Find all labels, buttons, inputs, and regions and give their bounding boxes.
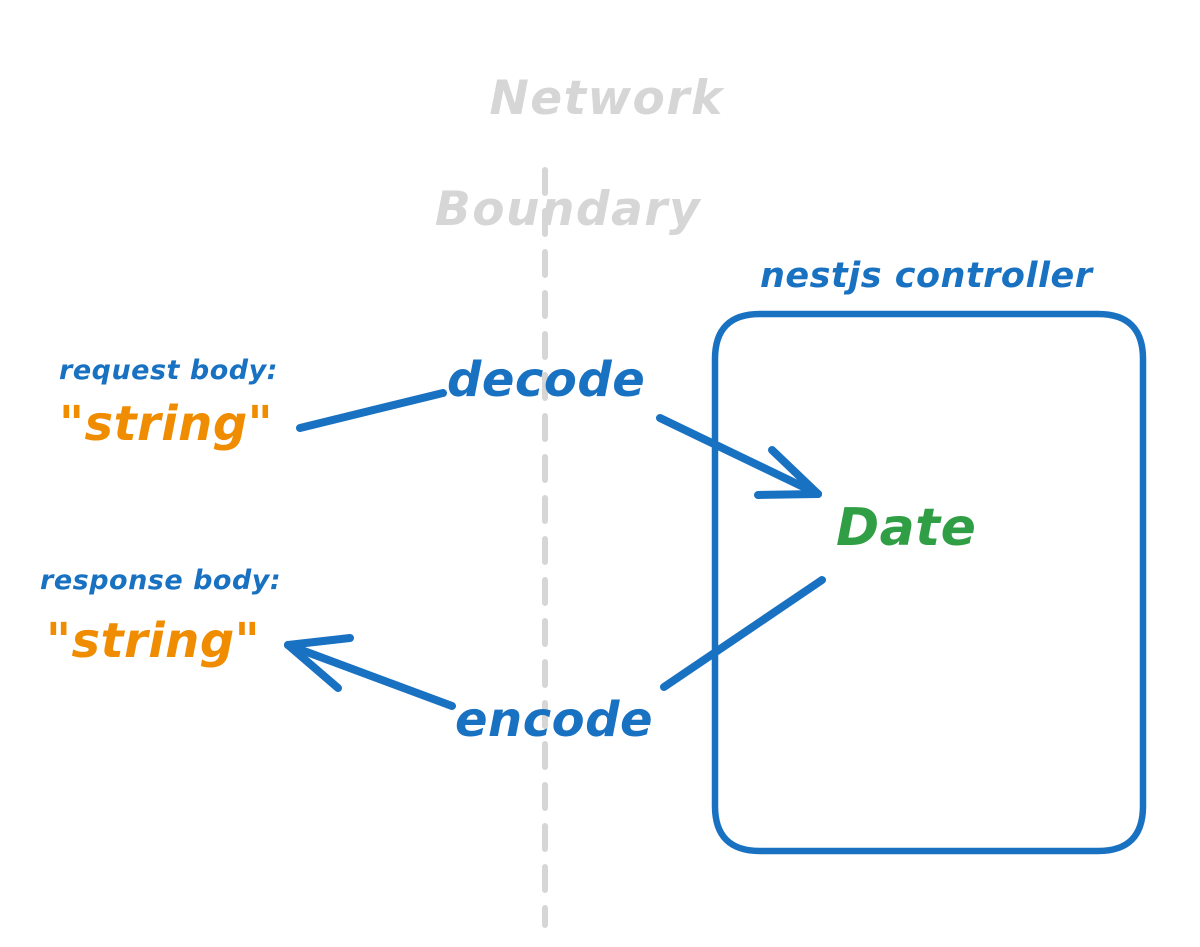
request-body-label: request body:	[59, 355, 278, 386]
nestjs-controller-box	[711, 310, 1147, 855]
date-type-label: Date	[836, 498, 977, 558]
decode-leader-line	[296, 389, 447, 432]
decode-arrow	[656, 414, 822, 499]
network-boundary-title: Network Boundary	[418, 16, 722, 349]
nestjs-controller-title: nestjs controller	[760, 256, 1093, 296]
encode-arrow	[284, 634, 456, 710]
response-body-value: "string"	[46, 613, 261, 669]
encode-leader-line	[660, 576, 826, 691]
request-body-value: "string"	[59, 396, 274, 452]
decode-label: decode	[447, 352, 646, 408]
network-boundary-title-line-1: Network	[489, 71, 724, 127]
encode-label: encode	[455, 692, 654, 748]
network-boundary-title-line-2: Boundary	[434, 182, 702, 238]
response-body-label: response body:	[40, 565, 282, 596]
